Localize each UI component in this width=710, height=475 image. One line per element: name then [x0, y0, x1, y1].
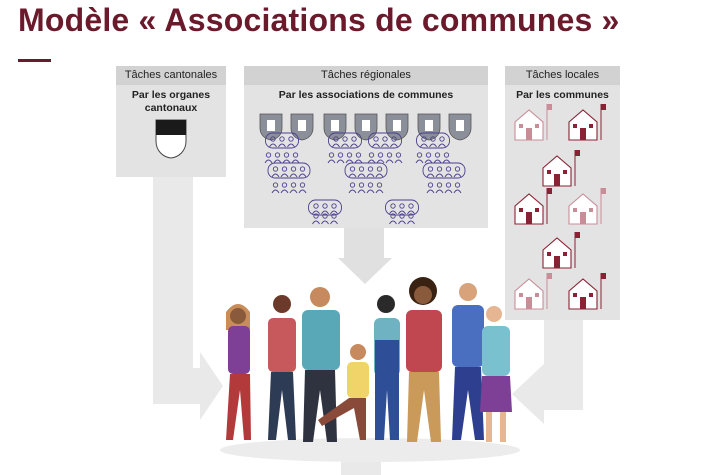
local-tasks-header: Tâches locales	[505, 66, 620, 85]
local-icons	[514, 104, 606, 310]
local-tasks-panel: Tâches locales Par les communes	[505, 66, 620, 320]
citizen-2	[268, 295, 296, 440]
town-hall-house-icon	[568, 188, 606, 225]
town-hall-house-icon	[568, 273, 606, 310]
people-group-icon	[389, 213, 415, 225]
people-group-icon	[271, 182, 307, 194]
town-hall-house-icon	[514, 104, 552, 141]
people-group-icon	[385, 199, 419, 216]
cantonal-arrow	[153, 177, 223, 420]
citizen-3	[302, 287, 340, 442]
citizen-1	[226, 304, 251, 440]
people-group-icon	[422, 162, 466, 179]
town-hall-house-icon	[568, 104, 606, 141]
people-group-icon	[264, 152, 300, 164]
commune-coat-of-arms-icon	[385, 113, 409, 141]
page-title: Modèle « Associations de communes »	[18, 2, 620, 38]
people-group-icon	[344, 162, 388, 179]
people-group-icon	[415, 152, 451, 164]
commune-coat-of-arms-icon	[290, 113, 314, 141]
people-group-icon	[416, 132, 450, 149]
regional-icons	[259, 113, 472, 225]
cantonal-tasks-panel: Tâches cantonales Par les organes canton…	[116, 66, 226, 177]
commune-coat-of-arms-icon	[354, 113, 378, 141]
regional-tasks-subtitle: Par les associations de communes	[278, 89, 454, 101]
people-group-icon	[312, 213, 338, 225]
town-hall-house-icon	[514, 273, 552, 310]
cantonal-tasks-header: Tâches cantonales	[116, 66, 226, 85]
citizen-6	[452, 283, 484, 440]
citizen-4	[374, 295, 400, 440]
people-group-icon	[367, 152, 403, 164]
people-group-icon	[348, 182, 384, 194]
regional-tasks-panel: Tâches régionales Par les associations d…	[244, 66, 488, 228]
people-group-icon	[308, 199, 342, 216]
people-group-icon	[265, 132, 299, 149]
people-group-icon	[327, 152, 363, 164]
title-underline	[18, 59, 51, 62]
citizen-7	[480, 306, 512, 442]
town-hall-house-icon	[542, 232, 580, 269]
regional-arrow	[338, 228, 392, 284]
citizen-5	[406, 277, 442, 442]
cantonal-tasks-subtitle: Par les organes cantonaux	[131, 89, 211, 114]
people-group-icon	[267, 162, 311, 179]
citizen-child	[318, 344, 369, 440]
people-group-icon	[368, 132, 402, 149]
local-tasks-subtitle: Par les communes	[516, 89, 609, 101]
people-group-icon	[426, 182, 462, 194]
commune-coat-of-arms-icon	[323, 113, 347, 141]
town-hall-house-icon	[542, 150, 580, 187]
regional-tasks-header: Tâches régionales	[244, 66, 488, 85]
fribourg-coat-of-arms-icon	[155, 119, 187, 159]
local-arrow	[512, 320, 583, 424]
people-group-icon	[328, 132, 362, 149]
bottom-arrow	[341, 458, 381, 475]
town-hall-house-icon	[514, 188, 552, 225]
commune-coat-of-arms-icon	[417, 113, 441, 141]
commune-coat-of-arms-icon	[448, 113, 472, 141]
